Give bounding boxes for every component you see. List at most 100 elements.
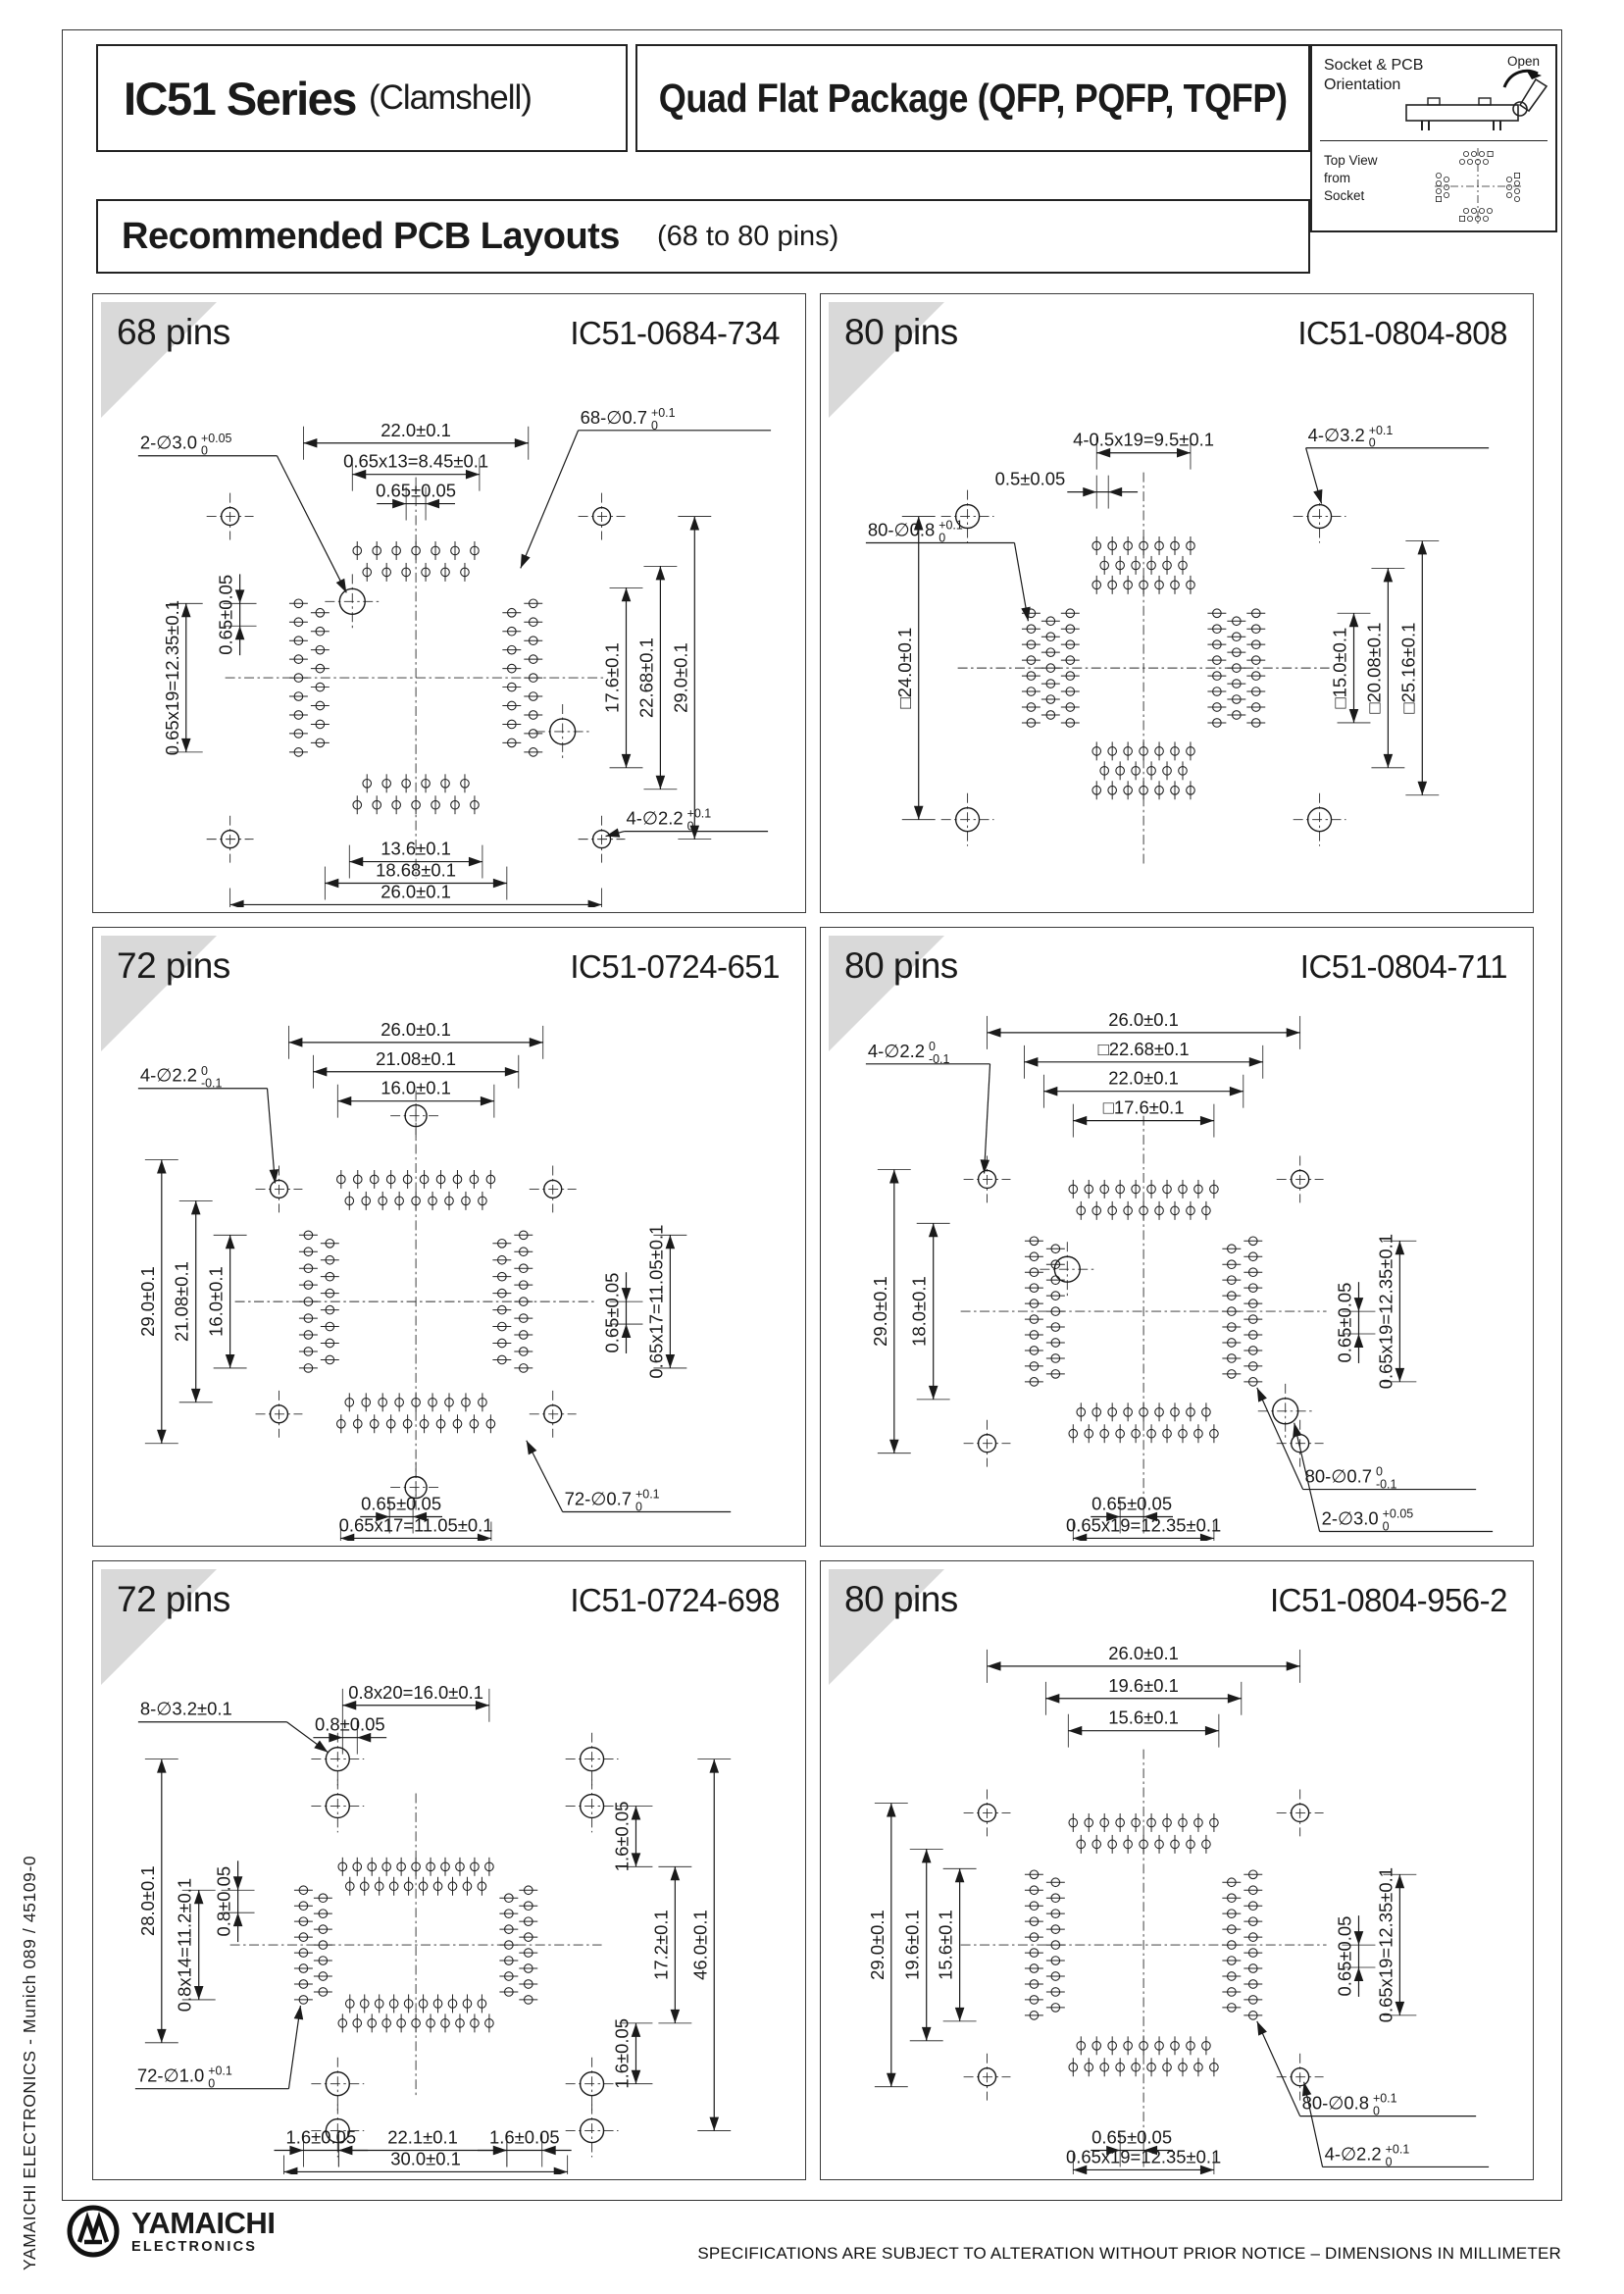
- svg-text:80-∅0.7: 80-∅0.7: [1305, 1466, 1372, 1487]
- svg-text:0.8x20=16.0±0.1: 0.8x20=16.0±0.1: [348, 1682, 483, 1703]
- panel-pins-label: 80 pins: [844, 945, 958, 986]
- brand-name: YAMAICHI: [131, 2206, 276, 2241]
- dimension: 1.6±0.05: [611, 1802, 653, 1871]
- footer-disclaimer: SPECIFICATIONS ARE SUBJECT TO ALTERATION…: [697, 2244, 1561, 2263]
- mounting-hole: [311, 1732, 365, 1786]
- pcb-layout-drawing: 26.0±0.1□22.68±0.122.0±0.1□17.6±0.129.0±…: [865, 1009, 1494, 1542]
- svg-text:26.0±0.1: 26.0±0.1: [381, 881, 451, 901]
- svg-text:0.8±0.05: 0.8±0.05: [315, 1714, 385, 1735]
- callout-label: 4-∅3.2+0.10: [1305, 424, 1490, 504]
- pad-array: [957, 472, 1330, 864]
- callout-label: 8-∅3.2±0.1: [137, 1699, 329, 1754]
- dimension: 0.65±0.05: [1335, 1282, 1376, 1363]
- brand-logo-text: YAMAICHI ELECTRONICS: [131, 2206, 276, 2256]
- callout-label: 4-∅2.2+0.10: [1301, 2081, 1490, 2168]
- mounting-hole: [534, 704, 590, 759]
- svg-text:+0.05: +0.05: [201, 432, 232, 445]
- mounting-hole: [565, 1732, 619, 1786]
- dimension: 46.0±0.1: [689, 1759, 732, 2131]
- dimension: 29.0±0.1: [670, 516, 712, 841]
- mounting-hole: [1257, 1383, 1313, 1439]
- pad-array: [229, 1793, 602, 2097]
- svg-text:80-∅0.8: 80-∅0.8: [1302, 2093, 1369, 2114]
- panel-header: 72 pins IC51-0724-698: [93, 1561, 805, 1622]
- svg-text:4-∅2.2: 4-∅2.2: [140, 1065, 197, 1086]
- dimension: 0.65±0.05: [216, 574, 257, 656]
- svg-text:-0.1: -0.1: [1376, 1478, 1397, 1492]
- callout-label: 2-∅3.0+0.050: [1293, 1422, 1494, 1533]
- svg-text:0.65±0.05: 0.65±0.05: [602, 1273, 623, 1353]
- dimension: 26.0±0.1: [987, 1643, 1301, 1683]
- dimension: 0.65±0.05: [1091, 2127, 1174, 2167]
- dimension: 0.65±0.05: [1335, 1915, 1376, 1997]
- panel-pins-label: 72 pins: [117, 945, 230, 986]
- dimension: 0.8x20=16.0±0.1: [341, 1682, 490, 1722]
- dimension: 0.8±0.05: [214, 1861, 255, 1943]
- mounting-hole: [963, 1419, 1011, 1467]
- mounting-hole: [1276, 1419, 1324, 1467]
- open-label: Open: [1506, 54, 1540, 69]
- svg-text:□22.68±0.1: □22.68±0.1: [1098, 1039, 1190, 1059]
- yamaichi-logo-icon: [67, 2205, 120, 2258]
- svg-text:0.65x19=12.35±0.1: 0.65x19=12.35±0.1: [1375, 1234, 1396, 1389]
- svg-text:0.8x14=11.2±0.1: 0.8x14=11.2±0.1: [175, 1878, 195, 2012]
- dimension: □22.68±0.1: [1024, 1039, 1264, 1079]
- dimension: □25.16±0.1: [1397, 540, 1440, 796]
- dimension: 18.68±0.1: [324, 860, 508, 900]
- svg-text:29.0±0.1: 29.0±0.1: [867, 1910, 888, 1980]
- svg-text:0.65±0.05: 0.65±0.05: [1335, 1916, 1355, 1997]
- dimension: 0.65±0.05: [376, 481, 456, 521]
- dimension: 22.68±0.1: [635, 566, 678, 790]
- dimension: 16.0±0.1: [336, 1078, 495, 1118]
- mounting-hole: [565, 2057, 619, 2111]
- mounting-hole: [1276, 1789, 1324, 1837]
- mounting-hole: [940, 489, 994, 543]
- panel-pins-label: 72 pins: [117, 1579, 230, 1619]
- svg-text:15.6±0.1: 15.6±0.1: [936, 1910, 956, 1980]
- panel-part-number: IC51-0684-734: [570, 315, 780, 351]
- svg-text:72-∅0.7: 72-∅0.7: [565, 1489, 632, 1509]
- dimension: 17.6±0.1: [602, 586, 643, 769]
- panel-part-number: IC51-0804-956-2: [1270, 1582, 1508, 1618]
- svg-text:0.65±0.05: 0.65±0.05: [216, 575, 236, 655]
- callout-label: 72-∅1.0+0.10: [134, 2005, 304, 2091]
- dimension: □20.08±0.1: [1363, 567, 1405, 769]
- panel-header: 80 pins IC51-0804-711: [821, 928, 1533, 989]
- page-frame: IC51 Series (Clamshell) Quad Flat Packag…: [62, 29, 1562, 2201]
- mounting-hole: [206, 492, 254, 540]
- svg-text:+0.1: +0.1: [1386, 2142, 1410, 2156]
- series-title: IC51 Series: [124, 72, 357, 125]
- svg-text:18.0±0.1: 18.0±0.1: [909, 1276, 930, 1347]
- svg-text:+0.1: +0.1: [1369, 424, 1394, 437]
- callout-label: 2-∅3.0+0.050: [137, 432, 347, 593]
- svg-text:22.68±0.1: 22.68±0.1: [635, 637, 656, 718]
- svg-text:18.68±0.1: 18.68±0.1: [376, 860, 456, 881]
- svg-text:0: 0: [939, 531, 945, 544]
- dimension: 0.65x17=11.05±0.1: [339, 1514, 493, 1542]
- mounting-hole: [1276, 2053, 1324, 2101]
- mounting-hole: [940, 792, 994, 846]
- brand-subtitle: ELECTRONICS: [131, 2239, 258, 2256]
- mounting-hole: [529, 1165, 577, 1213]
- svg-text:4-∅3.2: 4-∅3.2: [1308, 425, 1365, 445]
- dimension: 29.0±0.1: [137, 1159, 178, 1445]
- svg-text:0: 0: [1386, 2155, 1393, 2168]
- dimension: □15.0±0.1: [1330, 612, 1371, 724]
- svg-text:2-∅3.0: 2-∅3.0: [1322, 1507, 1379, 1528]
- svg-text:1.6±0.05: 1.6±0.05: [286, 2127, 357, 2148]
- dimension: 21.08±0.1: [312, 1048, 520, 1089]
- layout-panel: 80 pins IC51-0804-711 26.0±0.1□22.68±0.1…: [820, 927, 1534, 1547]
- dimension: 17.2±0.1: [650, 1865, 692, 2024]
- section-title: Recommended PCB Layouts: [122, 215, 620, 257]
- callout-label: 80-∅0.8+0.10: [865, 519, 1031, 622]
- svg-text:17.2±0.1: 17.2±0.1: [650, 1910, 671, 1980]
- svg-text:□15.0±0.1: □15.0±0.1: [1330, 628, 1350, 709]
- panel-header: 80 pins IC51-0804-956-2: [821, 1561, 1533, 1622]
- callout-label: 4-∅2.2+0.10: [605, 807, 769, 838]
- series-note: (Clamshell): [368, 78, 533, 117]
- svg-text:0.5±0.05: 0.5±0.05: [995, 469, 1066, 489]
